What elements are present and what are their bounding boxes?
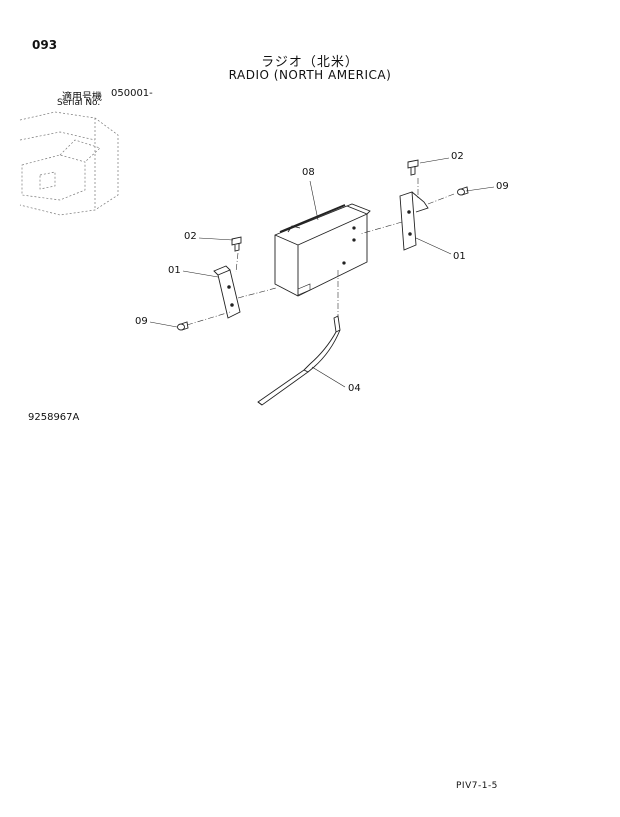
figure-number: 9258967A [28,412,80,423]
page-number: 093 [32,38,58,52]
callout-01-right: 01 [453,251,466,262]
page-title-japanese: ラジオ（北米） [261,55,359,70]
left-bracket-part-01 [213,265,241,319]
callout-leader-lines [149,157,495,388]
assembly-centerlines [186,178,455,326]
serial-label-japanese: 適用号機 [62,92,102,103]
callout-09-left: 09 [135,316,148,327]
callout-02-left: 02 [184,231,197,242]
page-title-english: RADIO (NORTH AMERICA) [228,68,392,82]
antenna-cable-part-04 [257,315,341,406]
footer-code: PIV7-1-5 [456,781,498,791]
callout-02-right: 02 [451,151,464,162]
serial-number-value: 050001- [111,88,153,99]
screw-part-02-right [407,159,419,176]
knob-part-09-left [177,321,189,331]
right-bracket-part-01 [399,191,429,251]
knob-part-09-right [457,186,469,196]
callout-08: 08 [302,167,315,178]
callout-01-left: 01 [168,265,181,276]
machine-locator-sketch [19,111,119,216]
serial-label-english: Serial No. [57,98,101,108]
screw-part-02-left [231,236,242,252]
radio-box-part-08 [274,203,371,297]
callout-04: 04 [348,383,361,394]
callout-09-right: 09 [496,181,509,192]
